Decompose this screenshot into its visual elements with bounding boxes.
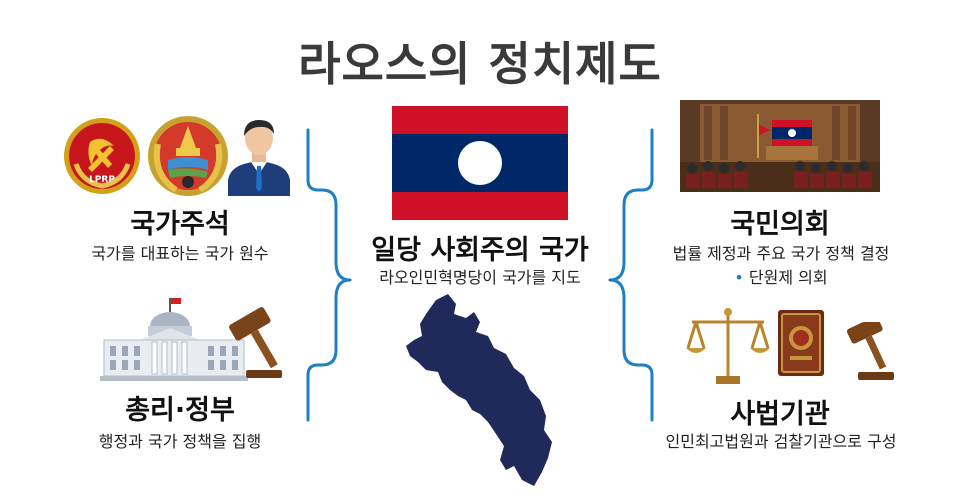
emblem-lprp-text: LPRP bbox=[89, 175, 115, 185]
laos-flag-icon bbox=[392, 106, 568, 220]
president-description: 국가를 대표하는 국가 원수 bbox=[91, 244, 269, 263]
assembly-bullet-text: 단원제 의회 bbox=[748, 268, 828, 287]
government-heading: 총리·정부 bbox=[125, 395, 235, 426]
page-title: 라오스의 정치제도 bbox=[298, 37, 662, 91]
parliament-hall-icon bbox=[680, 100, 880, 192]
president-person-icon bbox=[226, 114, 292, 196]
laos-map-icon bbox=[396, 292, 566, 492]
assembly-bullet: • 단원제 의회 bbox=[646, 264, 916, 288]
judiciary-heading: 사법기관 bbox=[730, 399, 830, 430]
state-emblem-icon bbox=[146, 114, 230, 198]
president-heading: 국가주석 bbox=[130, 209, 230, 240]
assembly-heading: 국민의회 bbox=[730, 209, 830, 240]
center-description: 라오인민혁명당이 국가를 지도 bbox=[379, 268, 581, 287]
law-book-icon bbox=[776, 308, 826, 378]
assembly-description: 법률 제정과 주요 국가 정책 결정 bbox=[672, 244, 890, 263]
party-emblem-icon: LPRP bbox=[62, 116, 142, 196]
judiciary-description: 인민최고법원과 검찰기관으로 구성 bbox=[665, 432, 897, 451]
government-description: 행정과 국가 정책을 집행 bbox=[98, 432, 262, 451]
bullet-dot-icon: • bbox=[734, 268, 744, 287]
justice-scale-icon bbox=[686, 306, 892, 390]
center-heading: 일당 사회주의 국가 bbox=[371, 235, 589, 266]
government-building-icon bbox=[96, 296, 286, 382]
gavel-icon bbox=[826, 316, 896, 382]
